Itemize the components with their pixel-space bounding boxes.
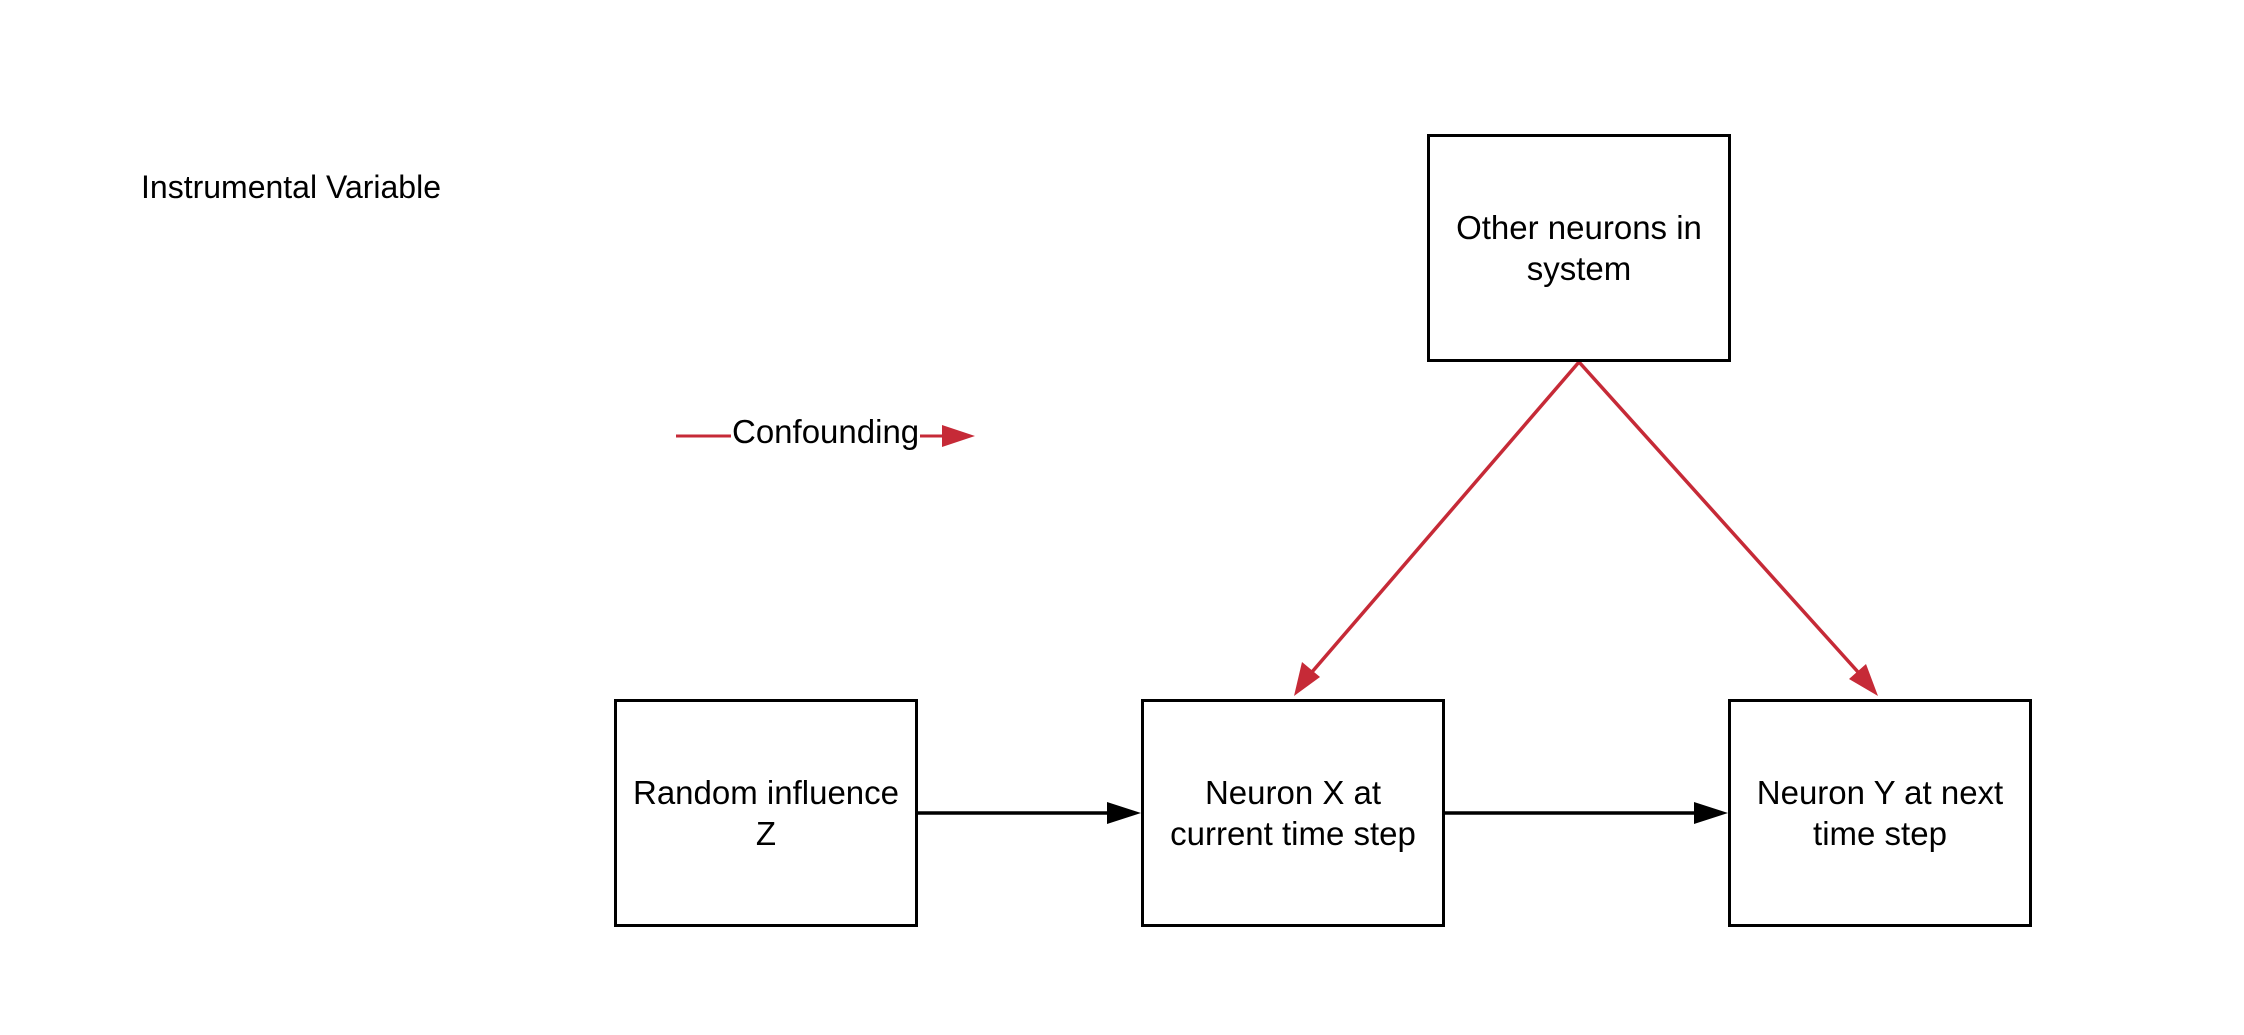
node-other-neurons: Other neurons in system xyxy=(1427,134,1731,362)
diagram-title: Instrumental Variable xyxy=(141,169,441,205)
legend-confounding-label: Confounding xyxy=(731,412,921,452)
node-neuron-y: Neuron Y at next time step xyxy=(1728,699,2032,927)
node-neuron-x: Neuron X at current time step xyxy=(1141,699,1445,927)
edge-x-to-y xyxy=(1445,802,1728,824)
edge-other-to-y xyxy=(1577,360,1878,696)
edge-z-to-x xyxy=(918,802,1141,824)
node-label: Neuron Y at next time step xyxy=(1756,774,2004,852)
node-label: Neuron X at current time step xyxy=(1170,774,1416,852)
node-random-influence-z: Random influence Z xyxy=(614,699,918,927)
node-label: Other neurons in system xyxy=(1456,209,1702,287)
edge-other-to-x xyxy=(1294,360,1581,696)
node-label: Random influence Z xyxy=(633,774,899,852)
